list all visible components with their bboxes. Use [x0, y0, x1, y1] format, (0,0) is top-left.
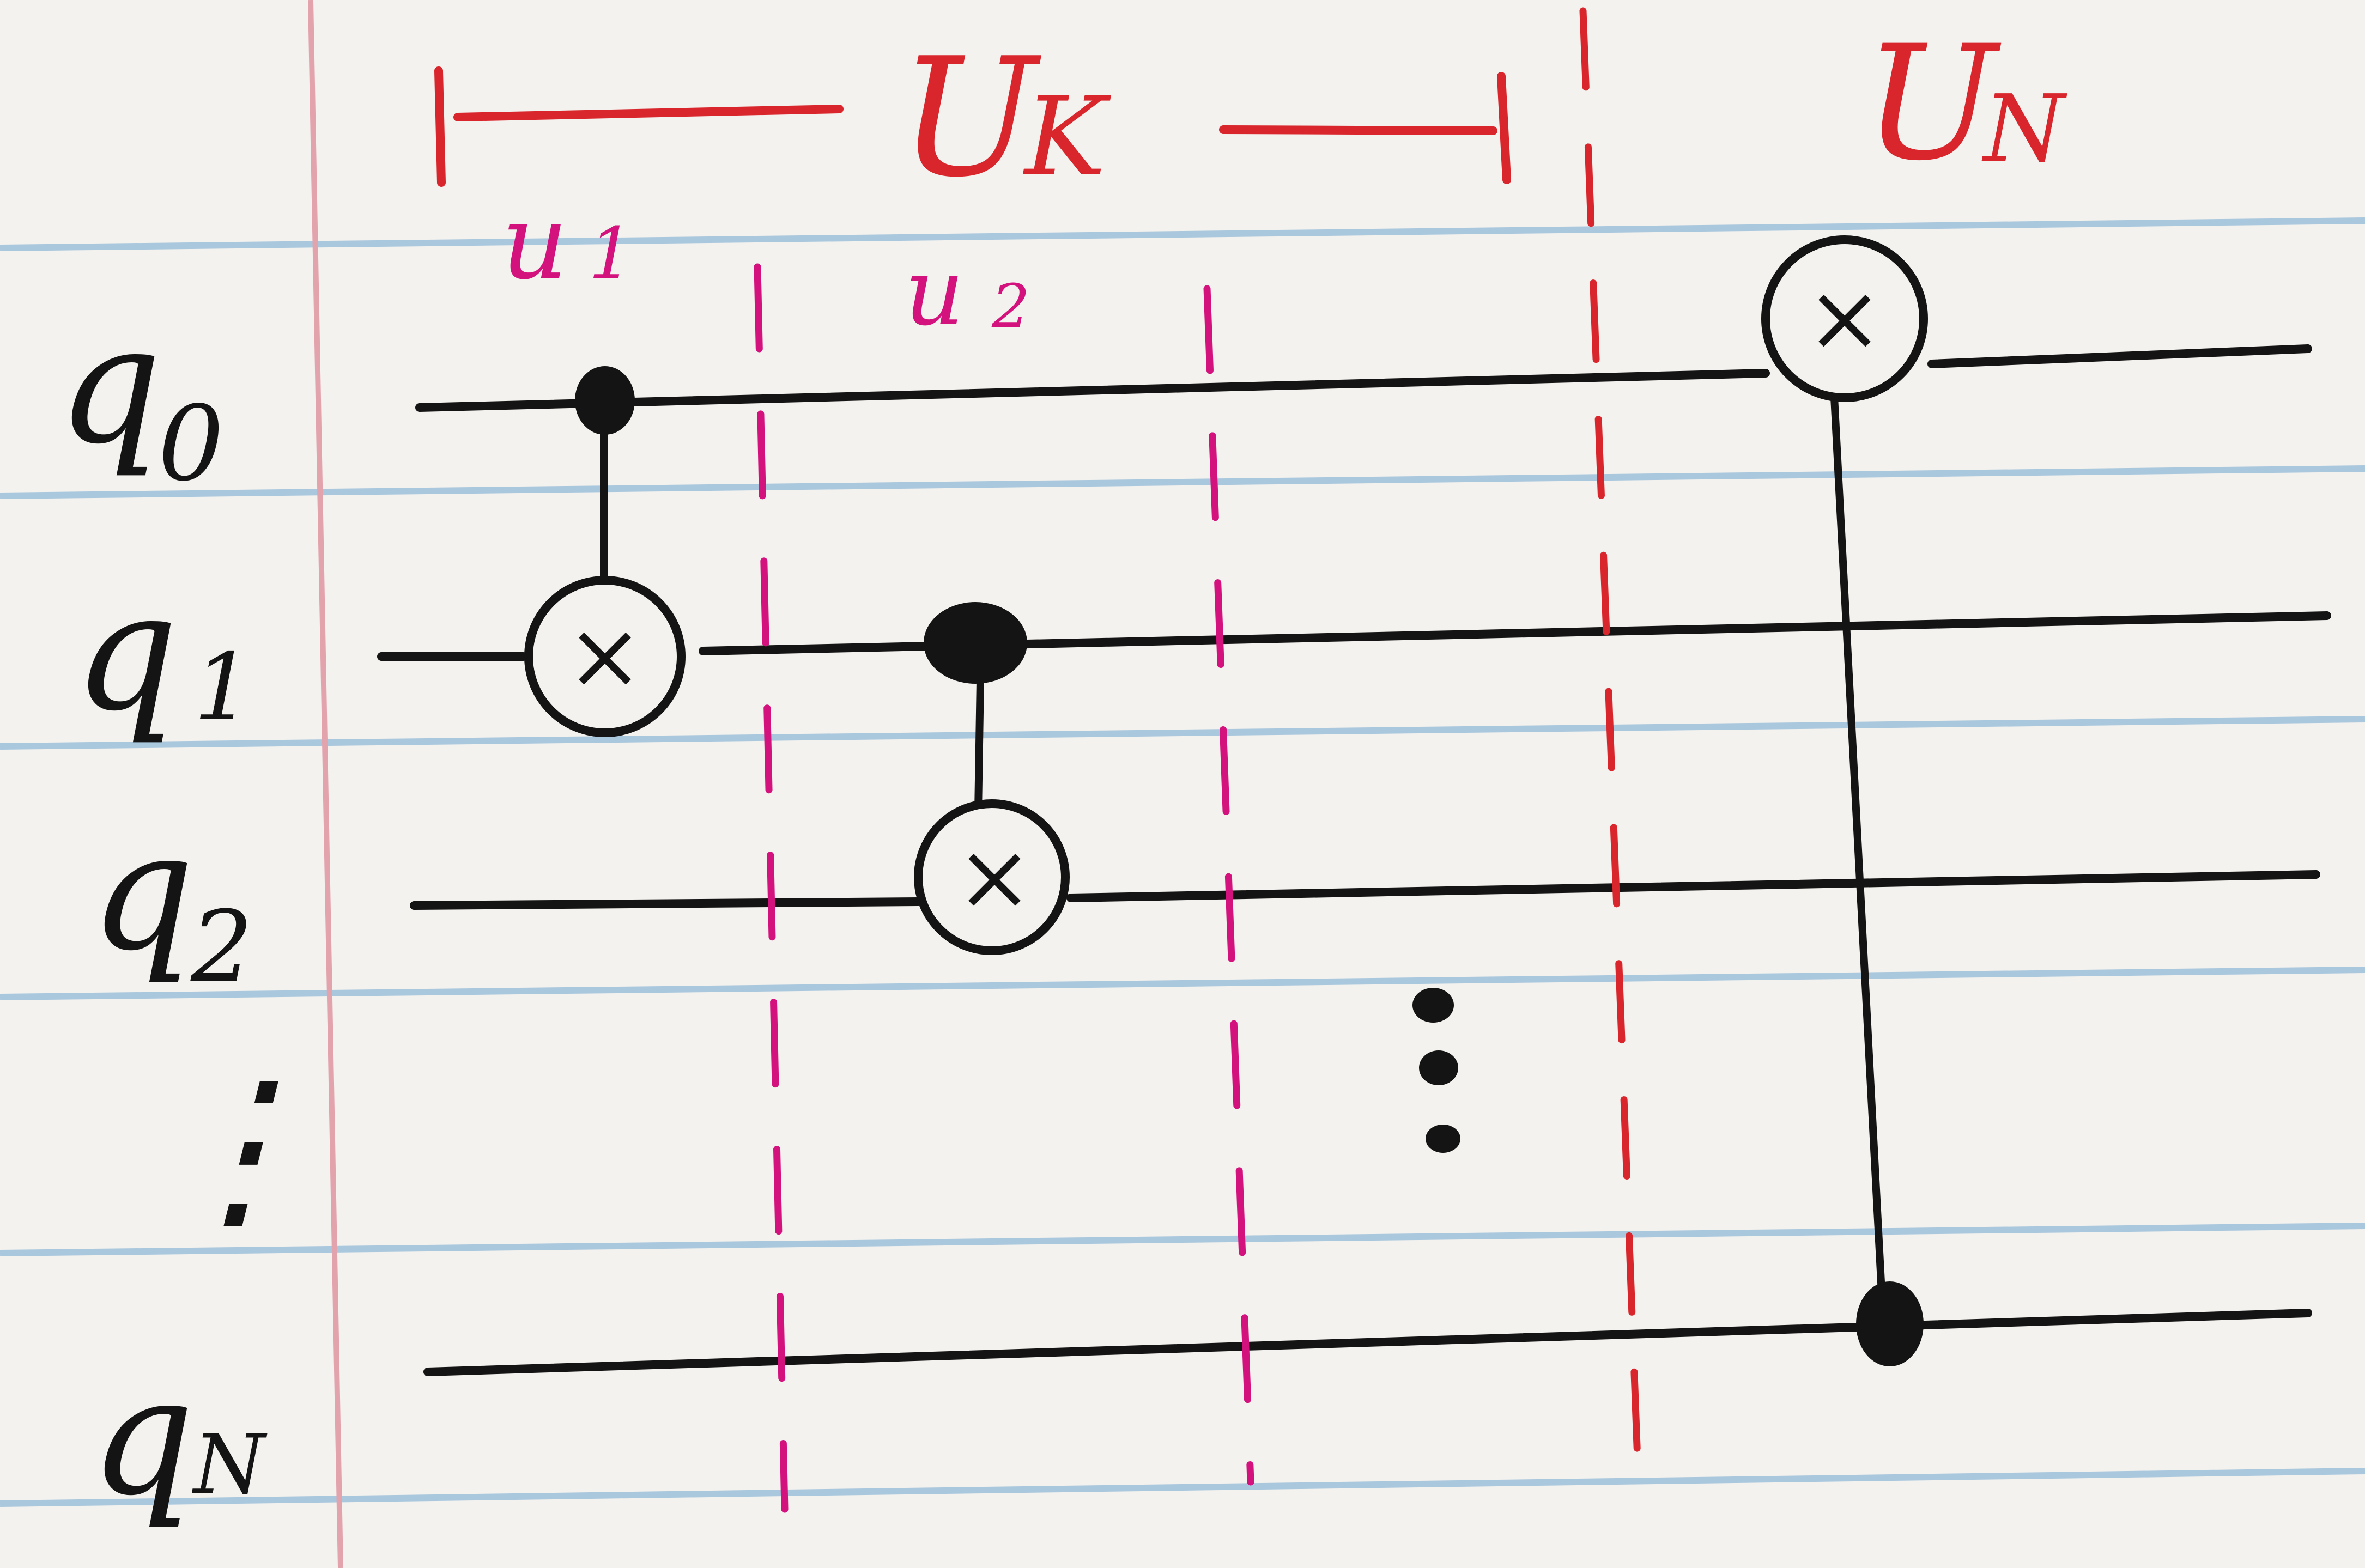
svg-text:q: q: [57, 290, 162, 480]
svg-text:2: 2: [991, 271, 1030, 341]
wire-q0-left: [415, 369, 1770, 412]
stage-separator-2: [1203, 285, 1254, 1486]
gate-u1-target-circle: [524, 576, 686, 737]
svg-text:u: u: [905, 239, 965, 347]
cnot-gate-un: ×: [1761, 235, 1928, 1366]
svg-text:0: 0: [158, 384, 224, 504]
svg-text:1: 1: [193, 634, 252, 742]
gate-u2-target-circle: [914, 799, 1070, 955]
qubit-label-qN: q N: [90, 1341, 268, 1531]
gate-u1-symbol: ×: [566, 602, 644, 710]
qubit-label-q1: q 1: [74, 557, 252, 747]
qubit-vertical-ellipsis: ⋮: [147, 1043, 327, 1252]
svg-text:U: U: [1864, 12, 2002, 196]
svg-text:2: 2: [190, 890, 253, 1004]
svg-text:K: K: [1022, 74, 1112, 200]
u1-label: u 1: [501, 182, 634, 302]
gate-un-symbol: ×: [1806, 264, 1883, 372]
ruled-lines: [0, 217, 2365, 1507]
gate-u1-control-dot: [575, 366, 635, 435]
u2-label: u 2: [905, 239, 1030, 347]
wire-qN: [423, 1309, 2312, 1376]
uk-range-bracket: [434, 66, 1511, 187]
svg-text:q: q: [74, 557, 178, 747]
continuation-ellipsis: [1412, 988, 1460, 1153]
gate-un-control-dot: [1856, 1281, 1924, 1366]
gate-un-target-circle: [1761, 235, 1928, 402]
cnot-gate-u2: ×: [914, 602, 1070, 955]
svg-text:N: N: [1981, 75, 2067, 183]
gate-un-connector: [1830, 383, 1887, 1317]
svg-text:q: q: [90, 797, 195, 987]
gate-u2-symbol: ×: [956, 823, 1033, 931]
gate-u2-control-dot: [924, 602, 1027, 684]
cnot-gate-u1: ×: [524, 366, 686, 737]
un-label: U N: [1864, 12, 2067, 196]
svg-text:U: U: [899, 23, 1042, 213]
wire-q2-left: [410, 897, 923, 910]
svg-text:q: q: [90, 1341, 195, 1531]
stage-separator-1: [754, 263, 789, 1513]
svg-text:u: u: [501, 182, 568, 302]
wire-q0-right: [1927, 344, 2312, 368]
wire-q2-right: [1066, 870, 2320, 902]
block-separator: [1579, 7, 1641, 1464]
svg-text:N: N: [192, 1418, 268, 1512]
qubit-label-q2: q 2: [90, 797, 253, 1004]
qubit-label-q0: q 0: [57, 290, 224, 504]
uk-label: U K: [899, 23, 1112, 213]
svg-text:1: 1: [589, 212, 634, 295]
margin-line: [308, 0, 343, 1568]
